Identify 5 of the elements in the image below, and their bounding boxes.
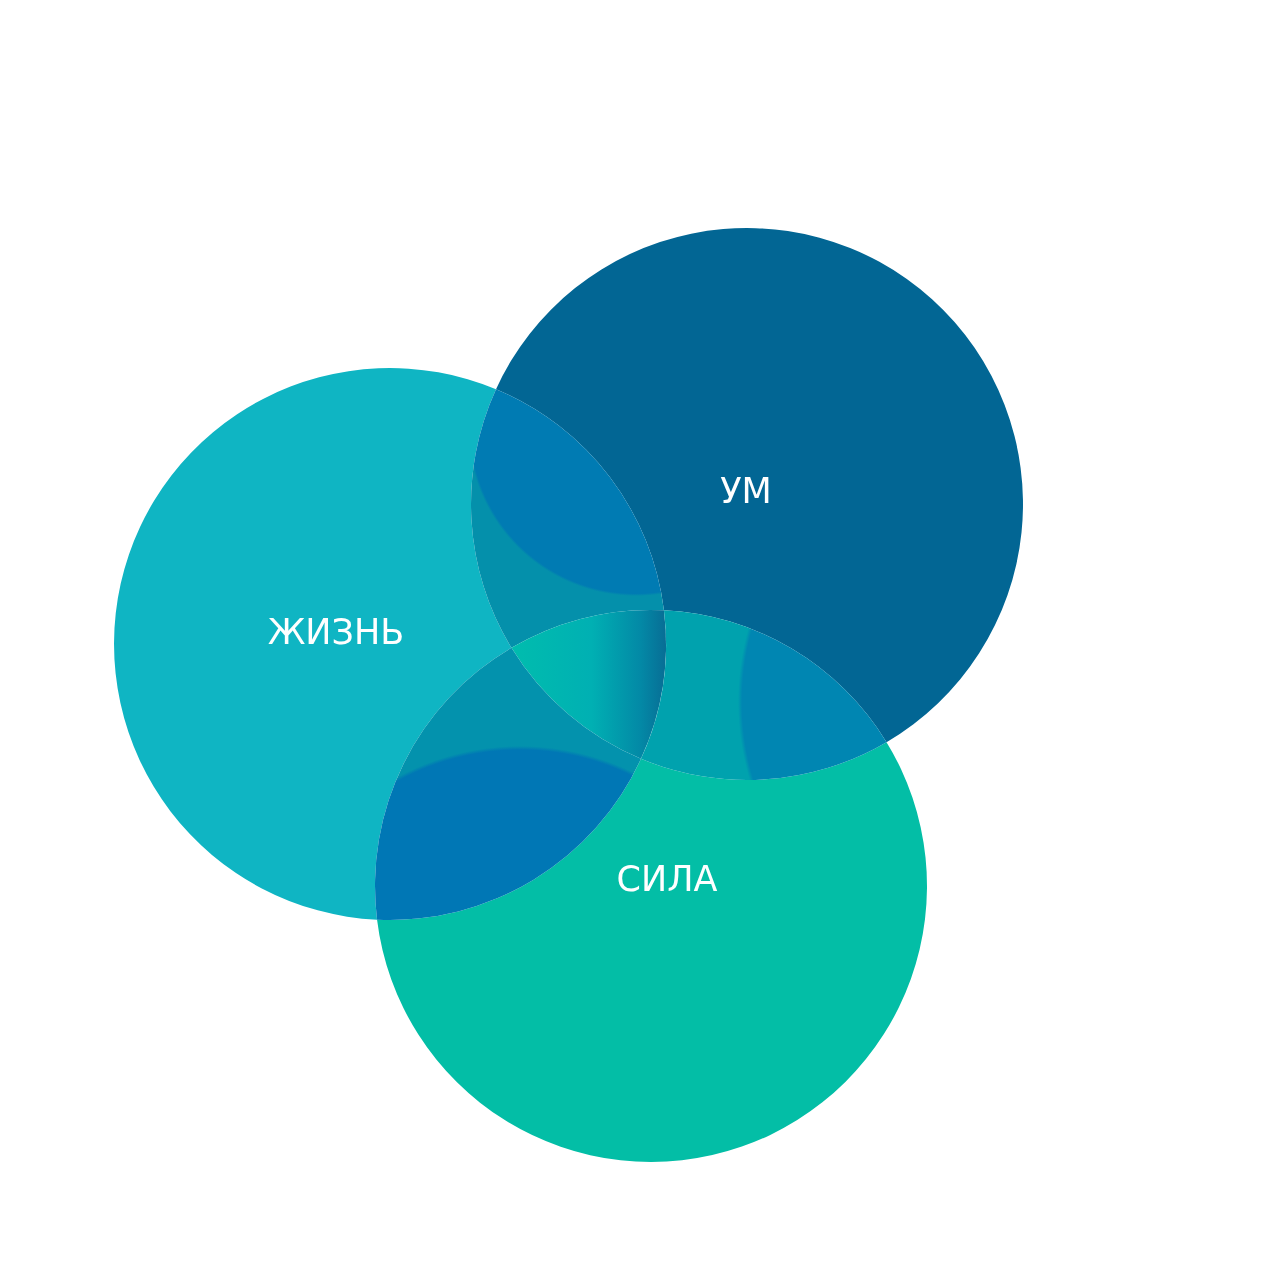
circle-label: УМ <box>720 473 772 509</box>
center-overlap-region <box>512 610 666 759</box>
circle-label: ЖИЗНЬ <box>267 614 405 650</box>
overlap-lens <box>641 610 886 780</box>
circle-label: СИЛА <box>616 861 718 897</box>
